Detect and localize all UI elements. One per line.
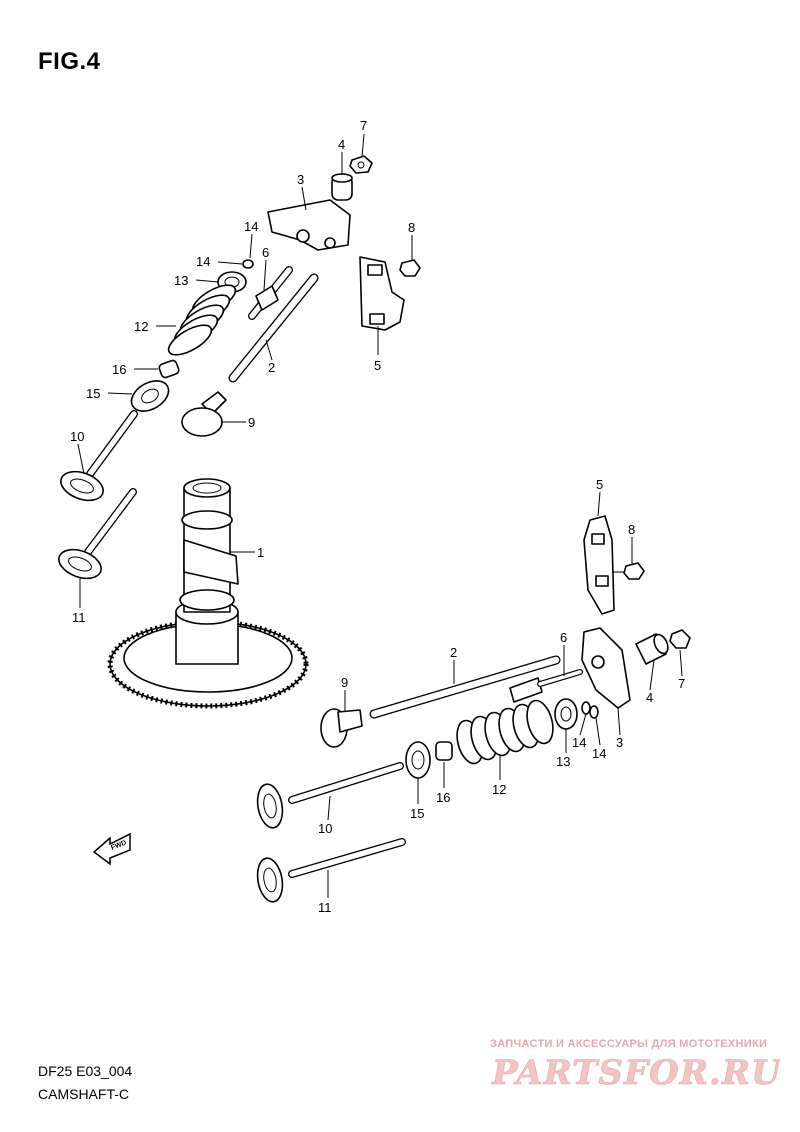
- callout-8-upper: 8: [408, 220, 415, 235]
- callout-3-lower: 3: [616, 735, 623, 750]
- retainer-lower: [554, 698, 578, 730]
- callout-5-lower: 5: [596, 477, 603, 492]
- valve-spring-upper: [167, 284, 237, 356]
- callout-13-upper: 13: [174, 273, 188, 288]
- forward-arrow-icon: FWD: [92, 832, 131, 866]
- callout-7-lower: 7: [678, 676, 685, 691]
- callout-11-lower: 11: [318, 900, 332, 915]
- callout-14-upper-b: 14: [196, 254, 210, 269]
- valve-guide-lower: [509, 669, 583, 703]
- camshaft: [107, 478, 309, 709]
- callout-12-lower: 12: [492, 782, 506, 797]
- nut-lower: [669, 629, 691, 649]
- callout-6-upper: 6: [262, 245, 269, 260]
- callout-12-upper: 12: [134, 319, 148, 334]
- callout-14-lower-a: 14: [572, 735, 586, 750]
- nut-upper: [349, 155, 373, 174]
- tappet-lower: [320, 708, 363, 748]
- leader-lines: [77, 133, 683, 898]
- spring-seat-lower: [405, 741, 431, 779]
- callout-1-camshaft: 1: [257, 545, 264, 560]
- callout-14-lower-b: 14: [592, 746, 606, 761]
- callout-16-lower: 16: [436, 790, 450, 805]
- rocker-shaft-bracket-upper: [359, 256, 405, 331]
- rocker-arm-upper: [267, 199, 351, 251]
- valve-spring-lower: [456, 699, 554, 765]
- model-code: DF25 E03_004: [38, 1063, 133, 1079]
- valve-seal-lower: [435, 741, 453, 761]
- watermark-logo-text: PARTSFOR.RU: [491, 1053, 780, 1090]
- exhaust-valve-lower: [256, 838, 406, 903]
- callout-15-lower: 15: [410, 806, 424, 821]
- valve-seal-upper: [158, 359, 180, 379]
- callout-11-upper: 11: [72, 610, 86, 625]
- bolt-upper: [399, 259, 421, 277]
- callout-3-upper: 3: [297, 172, 304, 187]
- callout-15-upper: 15: [86, 386, 100, 401]
- valve-guide-upper: [248, 266, 293, 320]
- callout-4-lower: 4: [646, 690, 653, 705]
- spring-seat-upper: [130, 380, 170, 412]
- exhaust-valve-upper: [58, 488, 137, 580]
- group-name: CAMSHAFT-C: [38, 1086, 129, 1102]
- callout-2-lower: 2: [450, 645, 457, 660]
- callout-10-lower: 10: [318, 821, 332, 836]
- tappet-upper: [181, 391, 227, 437]
- callout-14-upper-a: 14: [244, 219, 258, 234]
- cotter-upper: [242, 259, 254, 269]
- callout-4-upper: 4: [338, 137, 345, 152]
- intake-valve-lower: [256, 762, 404, 829]
- callout-10-upper: 10: [70, 429, 84, 444]
- callouts: 7 4 3 8 5 14 14 6 13 12 2 16 15 9 10 11 …: [70, 118, 685, 915]
- rocker-shaft-bracket-lower: [583, 515, 615, 615]
- callout-2-upper: 2: [268, 360, 275, 375]
- push-rod-upper: [228, 273, 319, 383]
- callout-9-lower: 9: [341, 675, 348, 690]
- rocker-arm-lower: [581, 627, 631, 709]
- intake-valve-upper: [60, 410, 138, 502]
- cotter-lower: [581, 701, 599, 719]
- push-rod-lower: [369, 655, 561, 719]
- callout-5-upper: 5: [374, 358, 381, 373]
- adjust-screw-upper: [331, 173, 353, 201]
- figure-title: FIG.4: [38, 48, 101, 75]
- adjust-screw-lower: [635, 633, 669, 665]
- callout-9-upper: 9: [248, 415, 255, 430]
- watermark-caption: ЗАПЧАСТИ И АКСЕССУАРЫ ДЛЯ МОТОТЕХНИКИ: [490, 1038, 768, 1050]
- watermark-logo: PARTSFOR.RU: [491, 1053, 780, 1090]
- bolt-lower: [612, 562, 645, 580]
- callout-13-lower: 13: [556, 754, 570, 769]
- callout-16-upper: 16: [112, 362, 126, 377]
- callout-6-lower: 6: [560, 630, 567, 645]
- callout-7-upper: 7: [360, 118, 367, 133]
- callout-8-lower: 8: [628, 522, 635, 537]
